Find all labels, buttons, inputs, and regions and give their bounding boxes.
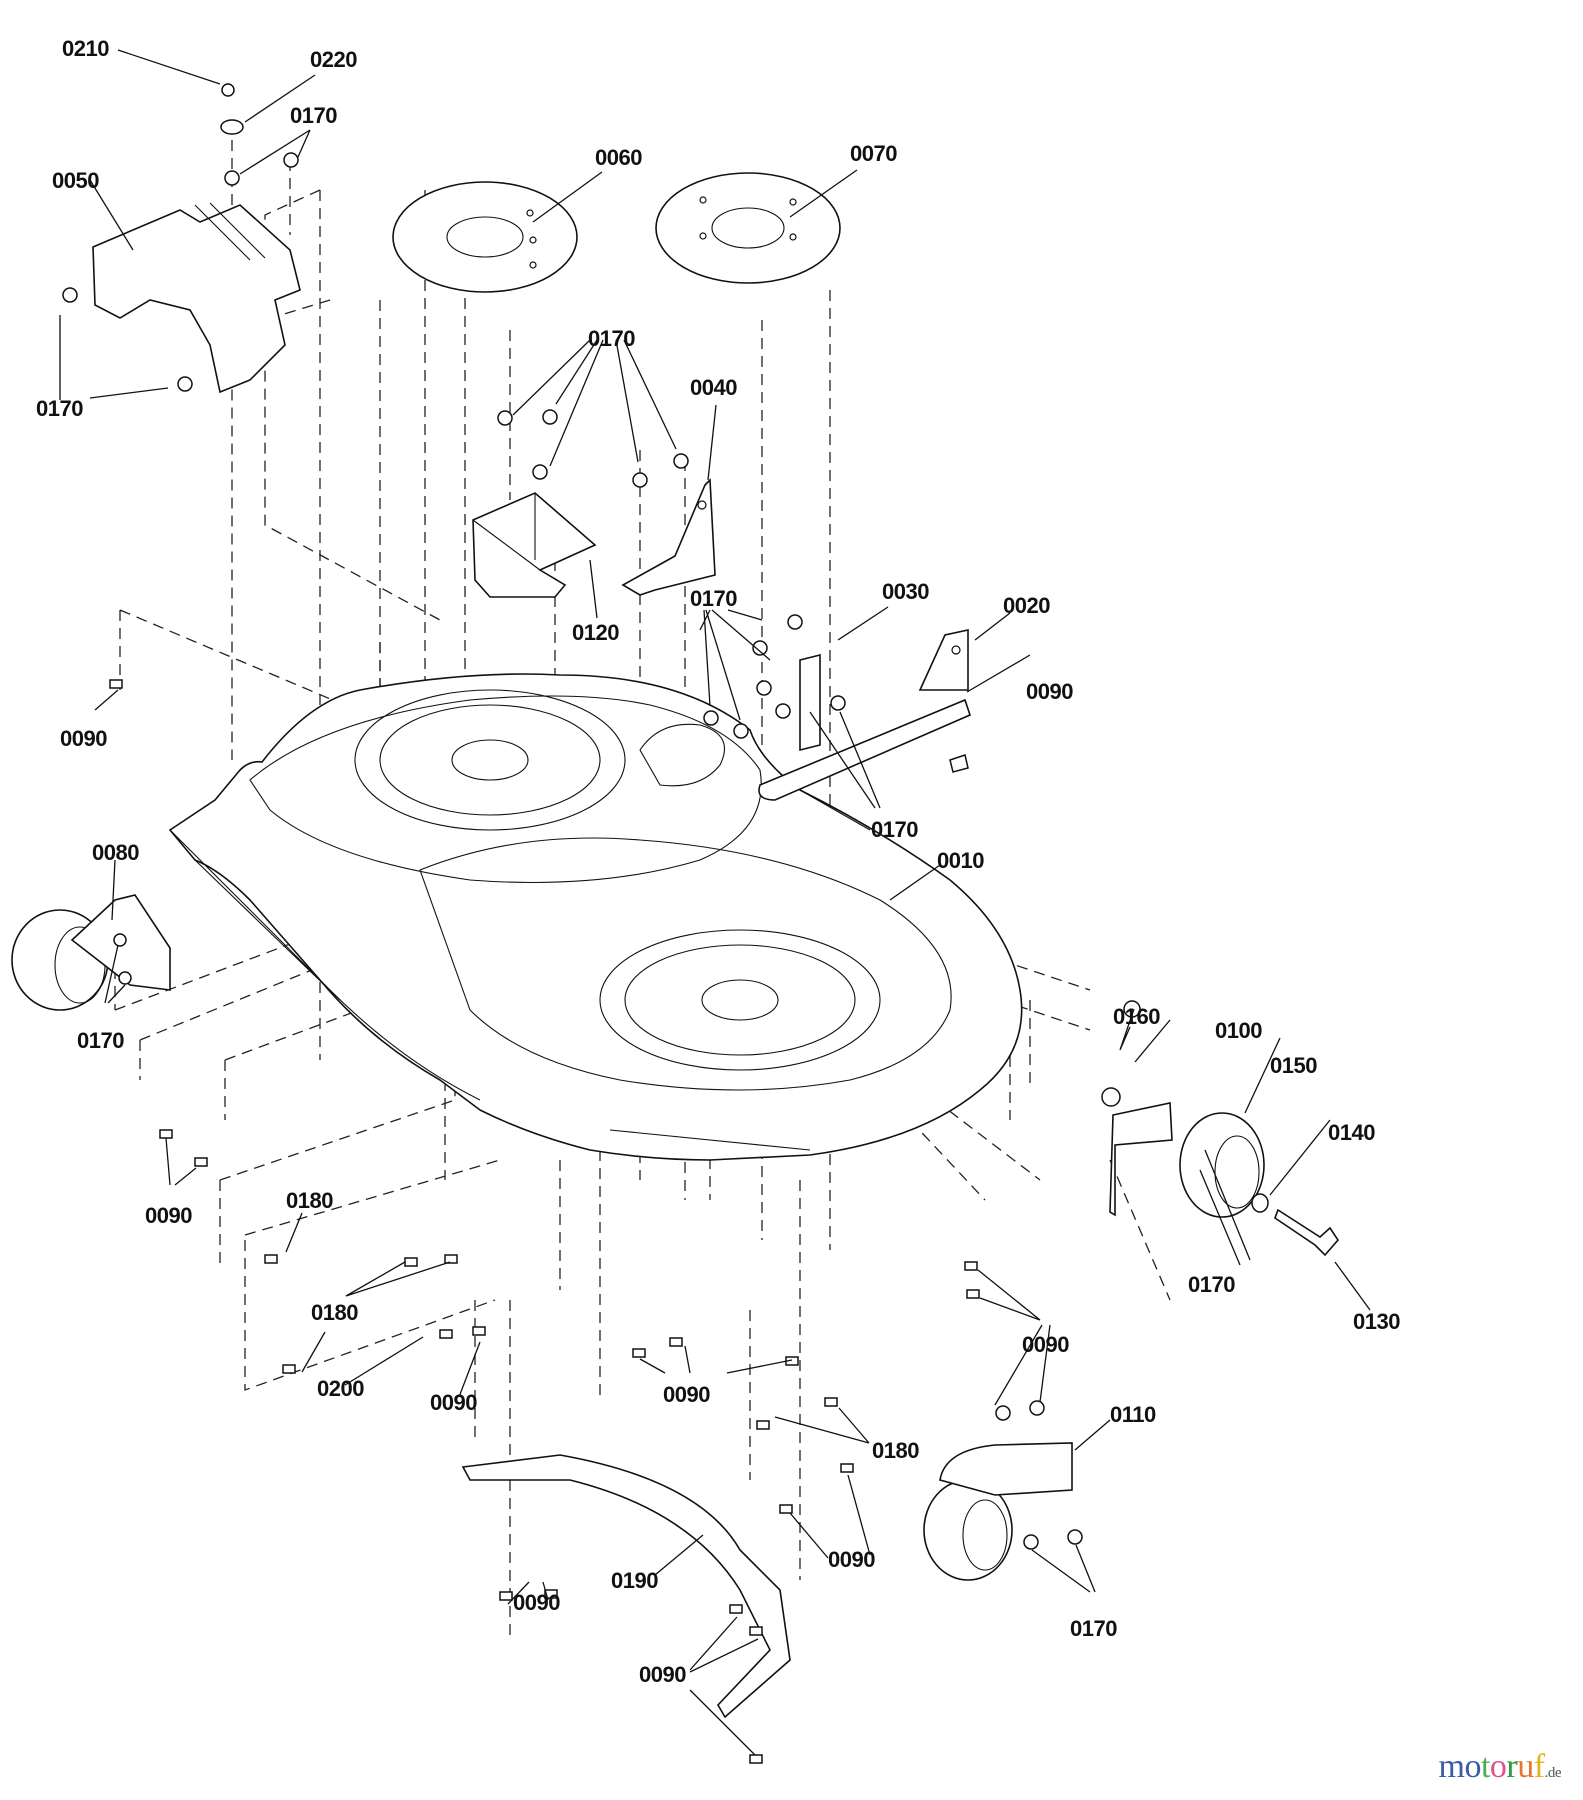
mower-deck-0010 xyxy=(168,673,1023,1161)
part-label: 0090 xyxy=(60,726,107,751)
belt-shield-0050 xyxy=(92,202,301,394)
part-label: 0210 xyxy=(62,36,109,61)
part-label: 0120 xyxy=(572,620,619,645)
wheel-assembly-right xyxy=(1101,1087,1340,1257)
watermark-logo: motoruf.de xyxy=(1438,1748,1562,1786)
part-label: 0140 xyxy=(1328,1120,1375,1145)
part-label: 0090 xyxy=(1022,1332,1069,1357)
bracket-0040 xyxy=(621,478,716,596)
part-label: 0110 xyxy=(1110,1402,1156,1427)
part-label: 0170 xyxy=(1188,1272,1235,1297)
part-label: 0090 xyxy=(430,1390,477,1415)
bracket-0030 xyxy=(799,653,821,752)
watermark-letter: t xyxy=(1480,1748,1490,1785)
bracket-0120 xyxy=(472,492,597,598)
part-label: 0160 xyxy=(1113,1004,1160,1029)
part-label: 0170 xyxy=(36,396,83,421)
part-label: 0090 xyxy=(639,1662,686,1687)
watermark-letter: o xyxy=(1489,1748,1507,1785)
spindle-plate-0070 xyxy=(655,172,841,284)
caster-wheel-0110 xyxy=(923,1442,1073,1581)
part-label: 0090 xyxy=(828,1547,875,1572)
part-label: 0170 xyxy=(1070,1616,1117,1641)
watermark-suffix: .de xyxy=(1544,1765,1562,1781)
part-label: 0180 xyxy=(311,1300,358,1325)
part-label: 0180 xyxy=(286,1188,333,1213)
part-label: 0150 xyxy=(1270,1053,1317,1078)
part-label: 0050 xyxy=(52,168,99,193)
part-label: 0090 xyxy=(663,1382,710,1407)
part-label: 0080 xyxy=(92,840,139,865)
part-label: 0010 xyxy=(937,848,984,873)
part-label: 0060 xyxy=(595,145,642,170)
part-label: 0190 xyxy=(611,1568,658,1593)
watermark-letter: m xyxy=(1438,1748,1465,1785)
part-label: 0040 xyxy=(690,375,737,400)
caster-wheel-0080 xyxy=(11,894,171,1011)
watermark-letter: f xyxy=(1533,1748,1545,1785)
watermark-letter: o xyxy=(1464,1748,1481,1785)
part-label: 0200 xyxy=(317,1376,364,1401)
watermark-letter: u xyxy=(1517,1748,1534,1785)
part-label: 0090 xyxy=(145,1203,192,1228)
part-label: 0170 xyxy=(588,326,635,351)
baffle-arm-0020 xyxy=(758,629,971,801)
part-label: 0170 xyxy=(871,817,918,842)
part-label: 0090 xyxy=(1026,679,1073,704)
part-label: 0030 xyxy=(882,579,929,604)
part-label: 0130 xyxy=(1353,1309,1400,1334)
part-label: 0170 xyxy=(290,103,337,128)
watermark-letter: r xyxy=(1506,1748,1518,1785)
part-label: 0070 xyxy=(850,141,897,166)
part-label: 0180 xyxy=(872,1438,919,1463)
part-label: 0020 xyxy=(1003,593,1050,618)
part-label: 0220 xyxy=(310,47,357,72)
part-label: 0100 xyxy=(1215,1018,1262,1043)
leader-lines xyxy=(59,49,1371,1756)
spindle-plate-0060 xyxy=(392,181,578,293)
part-label: 0170 xyxy=(690,586,737,611)
baffle-0190 xyxy=(461,1454,791,1719)
part-label: 0090 xyxy=(513,1590,560,1615)
part-label: 0170 xyxy=(77,1028,124,1053)
part-labels: 0210 0220 0170 0050 0170 0060 0070 0170 … xyxy=(36,36,1401,1687)
